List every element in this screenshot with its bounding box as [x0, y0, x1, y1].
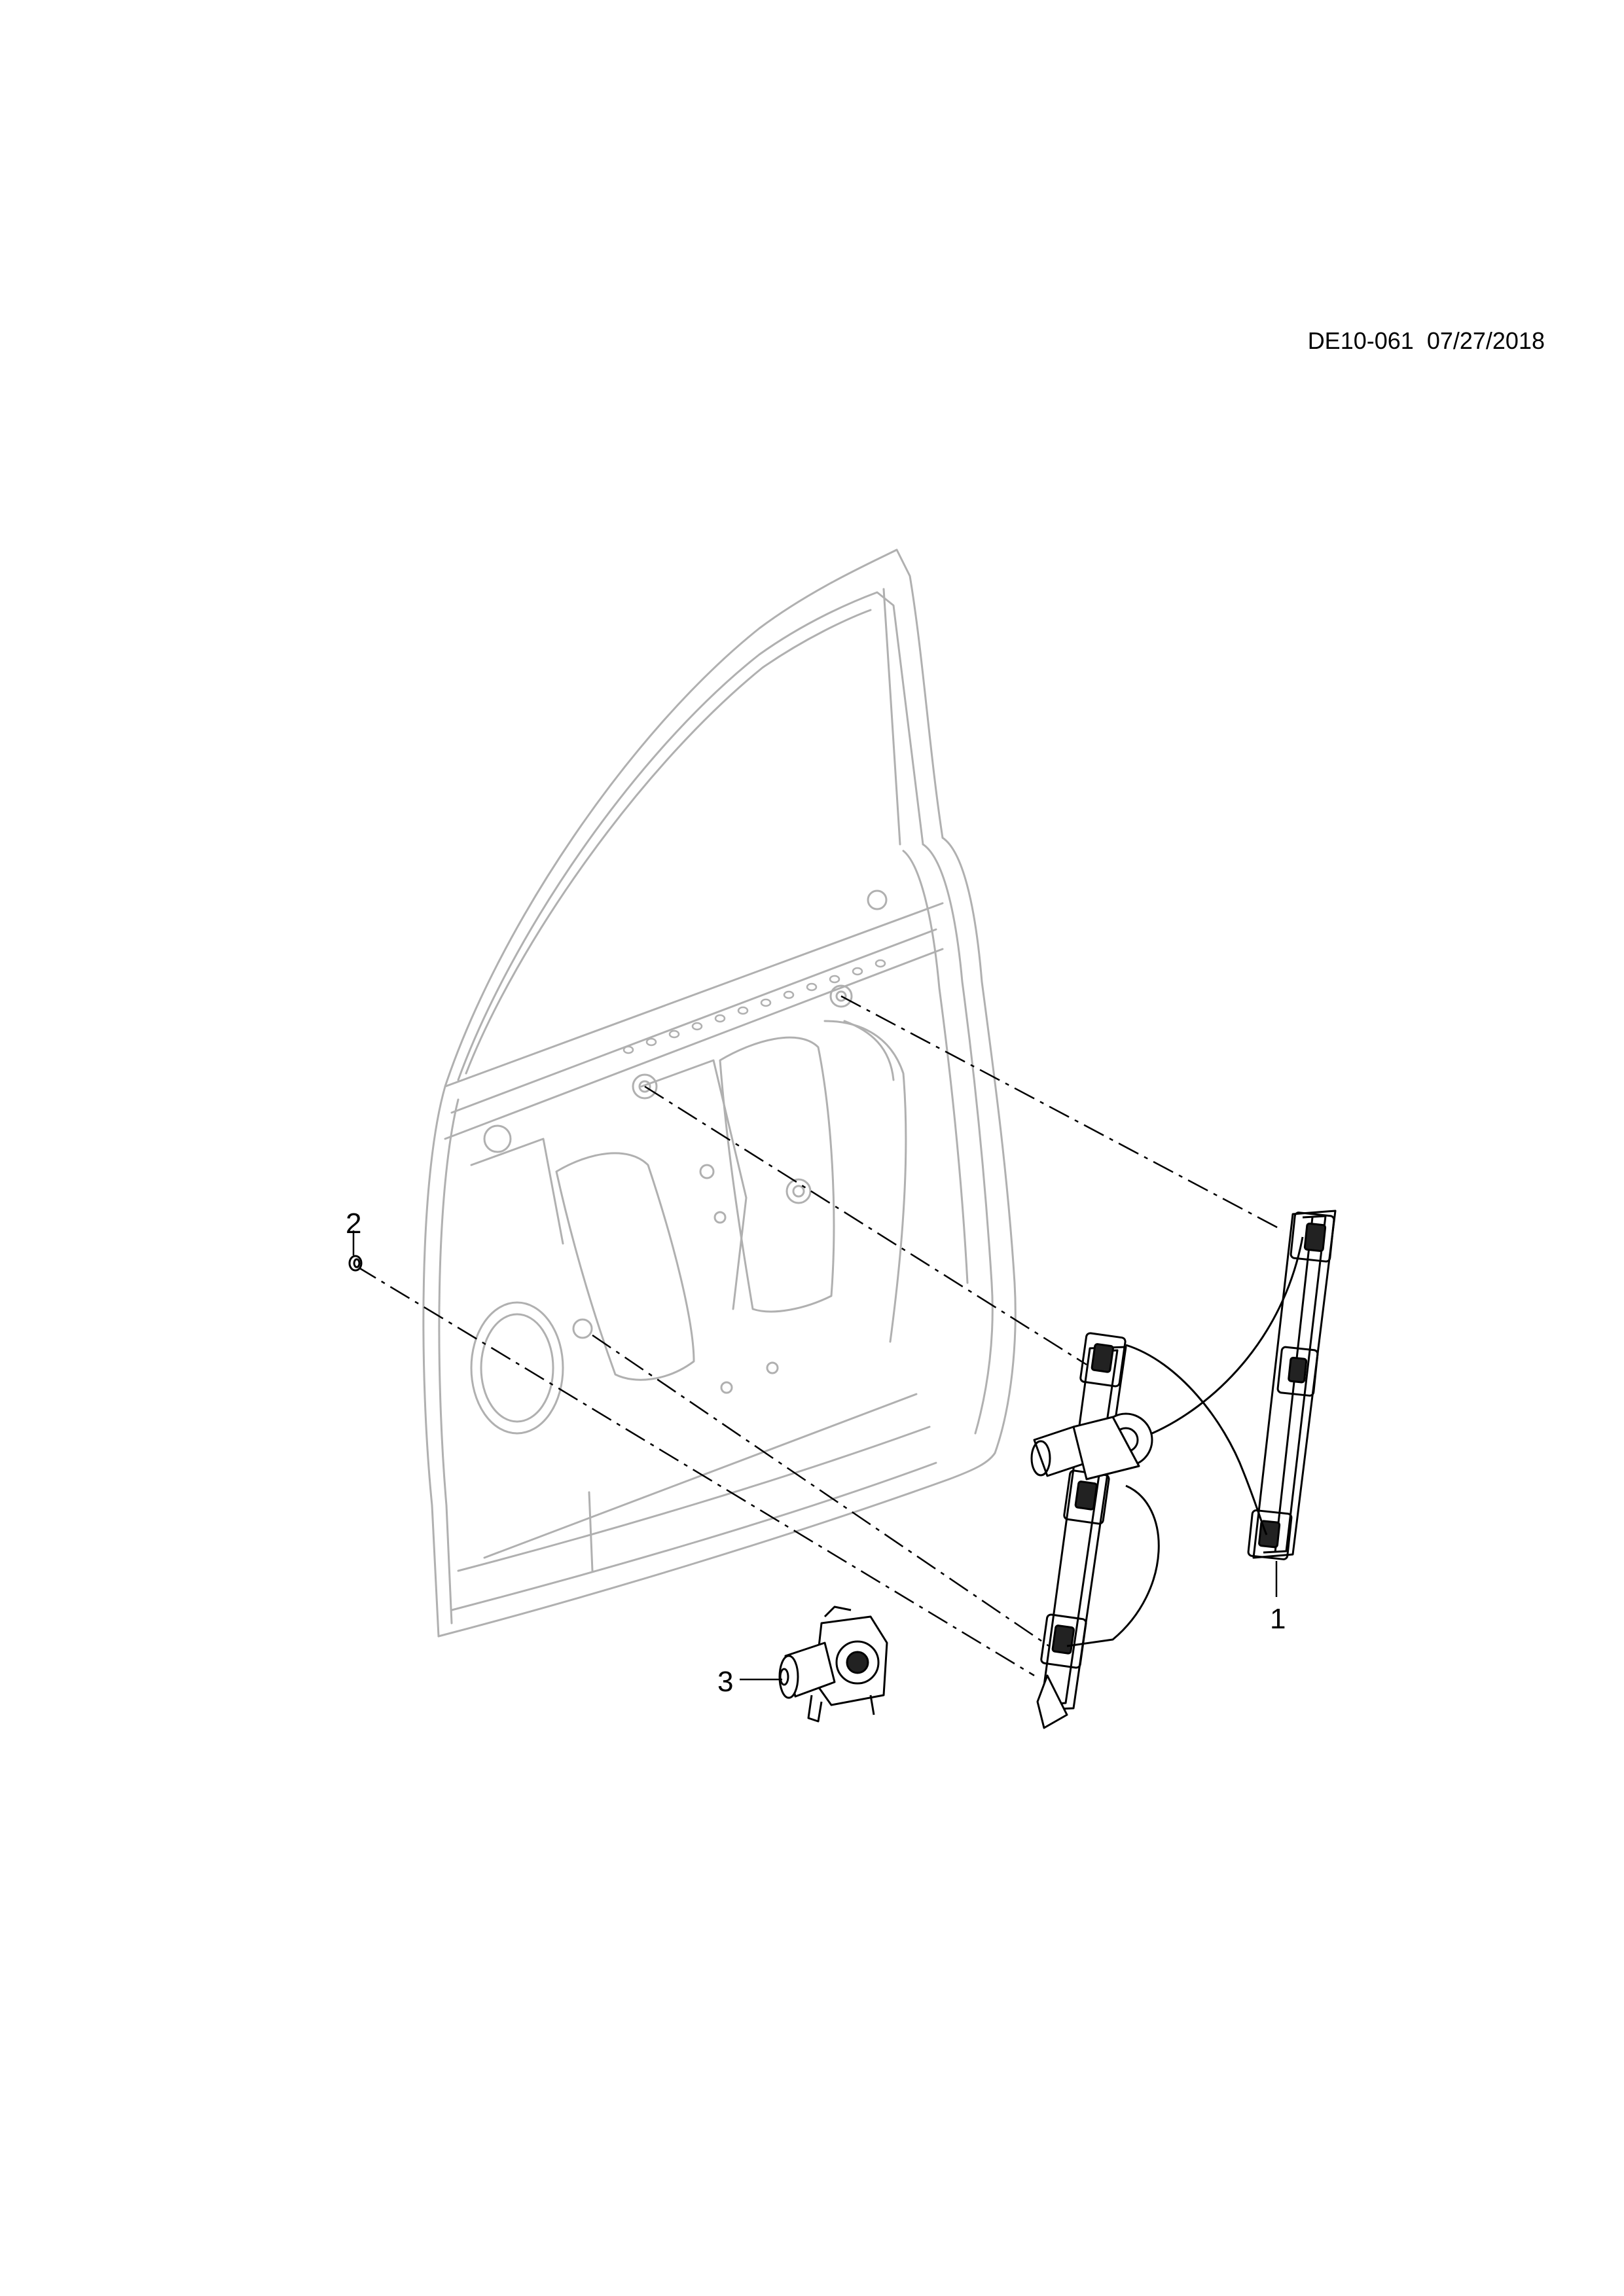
nut [348, 1230, 363, 1272]
window-regulator [1030, 1210, 1337, 1729]
document-reference: DE10-061 07/27/2018 [1231, 327, 1545, 355]
document-date: 07/27/2018 [1426, 327, 1545, 354]
callout-1: 1 [1270, 1603, 1286, 1635]
callout-3: 3 [717, 1666, 734, 1698]
callout-2: 2 [346, 1208, 362, 1240]
door-inner-panel [422, 548, 1017, 1638]
assembly-leader-lines [356, 995, 1284, 1677]
window-motor [740, 1605, 888, 1723]
document-code: DE10-061 [1307, 327, 1414, 354]
belt-line-holes [623, 959, 886, 1054]
